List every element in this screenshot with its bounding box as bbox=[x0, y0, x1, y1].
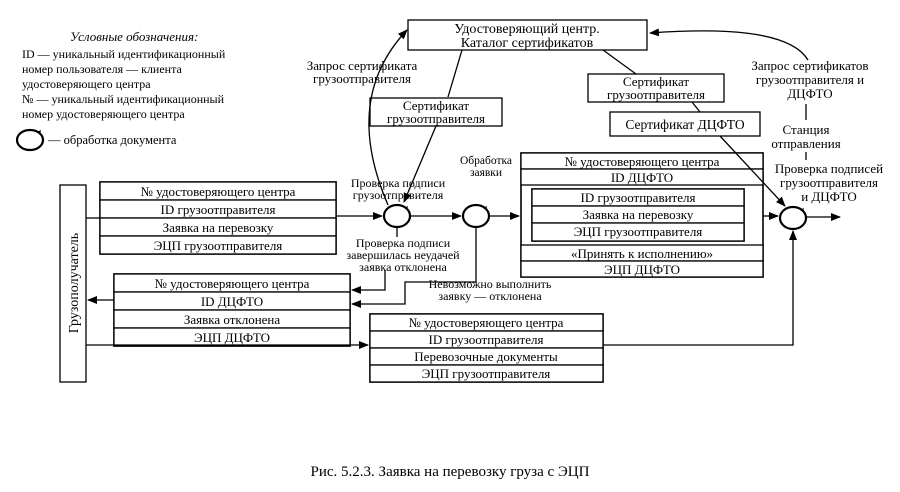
process-line2: заявки bbox=[470, 167, 502, 179]
doc-transport-row: № удостоверяющего центра bbox=[409, 315, 564, 330]
cert-sender-box: Сертификат грузоотправителя bbox=[369, 97, 503, 127]
arrow-cert-to-verify bbox=[403, 125, 437, 203]
doc-request-row: ID грузоотправителя bbox=[161, 202, 276, 217]
consignee-box: Грузополучатель bbox=[59, 184, 87, 383]
req-certs-line3: ДЦФТО bbox=[787, 86, 832, 101]
req-certs-line2: грузоотправителя и bbox=[756, 72, 864, 87]
doc-dcfto: № удостоверяющего центра ID ДЦФТО ID гру… bbox=[520, 152, 764, 278]
connectors bbox=[86, 28, 841, 349]
legend-id-line1: ID — уникальный идентификационный bbox=[22, 47, 226, 61]
doc-transport-row: ID грузоотправителя bbox=[429, 332, 544, 347]
figure-caption: Рис. 5.2.3. Заявка на перевозку груза с … bbox=[311, 464, 590, 480]
ca-box: Удостоверяющий центр. Каталог сертификат… bbox=[407, 19, 648, 51]
legend-id-line3: удостоверяющего центра bbox=[22, 77, 151, 91]
doc-request: № удостоверяющего центра ID грузоотправи… bbox=[99, 181, 337, 255]
doc-reject-row: ID ДЦФТО bbox=[201, 294, 263, 309]
doc-transport-row: ЭЦП грузоотправителя bbox=[422, 366, 551, 381]
impossible-line2: заявку — отклонена bbox=[438, 289, 542, 303]
req-cert-line1: Запрос сертификата bbox=[307, 58, 418, 73]
ca-line2: Каталог сертификатов bbox=[461, 36, 594, 51]
arrow-req-certs bbox=[649, 28, 809, 61]
fail-line3: заявка отклонена bbox=[359, 260, 447, 274]
line-ca-to-cert bbox=[447, 49, 463, 98]
station-line1: Станция bbox=[783, 122, 830, 137]
doc-request-row: Заявка на перевозку bbox=[163, 220, 274, 235]
legend-process-symbol bbox=[15, 128, 45, 152]
legend-no-line1: № — уникальный идентификационный bbox=[22, 92, 225, 106]
doc-reject: № удостоверяющего центра ID ДЦФТО Заявка… bbox=[113, 273, 351, 347]
doc-transport-row: Перевозочные документы bbox=[414, 349, 558, 364]
cert-sender-line2: грузоотправителя bbox=[387, 111, 485, 126]
legend-id-line2: номер пользователя — клиента bbox=[22, 62, 182, 76]
doc-dcfto-bottom-row: «Принять к исполнению» bbox=[571, 246, 713, 261]
fail-line1: Проверка подписи bbox=[356, 236, 451, 250]
cert-dcfto-label: Сертификат ДЦФТО bbox=[625, 117, 744, 132]
doc-request-row: ЭЦП грузоотправителя bbox=[154, 238, 283, 253]
impossible-line1: Невозможно выполнить bbox=[429, 277, 552, 291]
process-node-verify bbox=[382, 203, 412, 229]
process-line1: Обработка bbox=[460, 155, 512, 167]
process-node-station bbox=[778, 205, 808, 231]
legend-title: Условные обозначения: bbox=[70, 29, 198, 44]
verify-both-line1: Проверка подписей bbox=[775, 161, 883, 176]
req-certs-line1: Запрос сертификатов bbox=[751, 58, 868, 73]
line-ca-to-right-cert bbox=[602, 49, 637, 75]
arrow-impossible-to-reject bbox=[351, 227, 477, 308]
arrow-transport-to-station bbox=[603, 230, 797, 346]
arrow-certs-to-station bbox=[719, 135, 786, 207]
cert-sender-line1: Сертификат bbox=[403, 98, 469, 113]
cert-dcfto-box: Сертификат ДЦФТО bbox=[609, 111, 761, 137]
doc-dcfto-inner-row: ЭЦП грузоотправителя bbox=[574, 224, 703, 239]
legend-processing-label: — обработка документа bbox=[47, 133, 177, 147]
doc-dcfto-row: ID ДЦФТО bbox=[611, 170, 673, 185]
fail-line2: завершилась неудачей bbox=[346, 248, 460, 262]
doc-request-row: № удостоверяющего центра bbox=[141, 184, 296, 199]
line-cert-to-cert bbox=[691, 101, 701, 113]
doc-dcfto-row: № удостоверяющего центра bbox=[565, 154, 720, 169]
ca-line1: Удостоверяющий центр. bbox=[454, 22, 599, 37]
doc-dcfto-inner-row: ID грузоотправителя bbox=[581, 190, 696, 205]
arrow-fail-to-reject bbox=[351, 270, 386, 294]
verify-both-line2: грузоотправителя bbox=[780, 175, 878, 190]
legend: Условные обозначения: ID — уникальный ид… bbox=[15, 29, 226, 152]
verify-line2: грузоотправителя bbox=[353, 188, 444, 202]
arrow-req-cert bbox=[368, 29, 408, 206]
labels: Запрос сертификата грузоотправителя Запр… bbox=[307, 58, 883, 303]
cert-sender-right-line2: грузоотправителя bbox=[607, 87, 705, 102]
process-node-handle bbox=[461, 203, 491, 229]
consignee-label: Грузополучатель bbox=[67, 233, 82, 333]
doc-reject-row: ЭЦП ДЦФТО bbox=[194, 330, 270, 345]
doc-dcfto-bottom-row: ЭЦП ДЦФТО bbox=[604, 262, 680, 277]
cert-sender-right-line1: Сертификат bbox=[623, 74, 689, 89]
doc-dcfto-inner-row: Заявка на перевозку bbox=[583, 207, 694, 222]
doc-reject-row: Заявка отклонена bbox=[184, 312, 281, 327]
station-line2: отправления bbox=[771, 136, 840, 151]
legend-process-arrowhead bbox=[37, 130, 41, 134]
cert-sender-right-box: Сертификат грузоотправителя bbox=[587, 73, 725, 103]
req-cert-line2: грузоотправителя bbox=[313, 71, 411, 86]
doc-reject-row: № удостоверяющего центра bbox=[155, 276, 310, 291]
verify-both-line3: и ДЦФТО bbox=[801, 189, 857, 204]
doc-transport: № удостоверяющего центра ID грузоотправи… bbox=[369, 313, 604, 383]
verify-line1: Проверка подписи bbox=[351, 176, 446, 190]
legend-no-line2: номер удостоверяющего центра bbox=[22, 107, 185, 121]
